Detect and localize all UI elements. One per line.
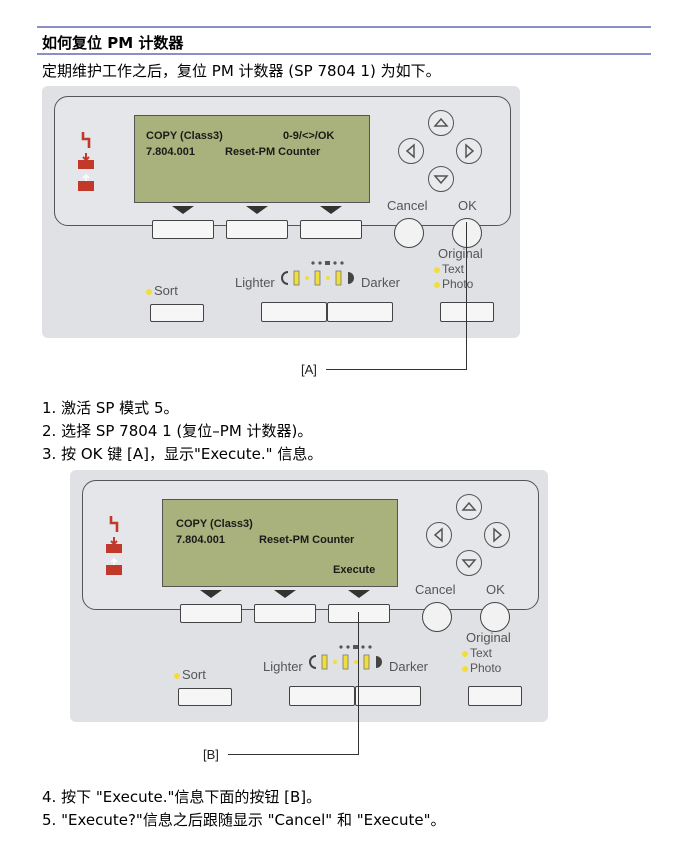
arrow-right-icon xyxy=(465,143,475,159)
lcd-line1-right: 0-9/<>/OK xyxy=(283,130,335,142)
intro-text: 定期维护工作之后，复位 PM 计数器 (SP 7804 1) 为如下。 xyxy=(42,62,441,80)
callout-b-leader-horizontal xyxy=(228,754,359,756)
sort-button[interactable] xyxy=(178,688,232,706)
lcd-line2-left: 7.804.001 xyxy=(146,146,195,158)
softkey-pointer-1 xyxy=(200,590,222,598)
softkey-pointer-1 xyxy=(172,206,194,214)
text-label: Text xyxy=(442,262,465,276)
arrow-right-button[interactable] xyxy=(456,138,482,164)
toner-icon xyxy=(106,558,122,575)
paper-jam-icon xyxy=(106,537,122,553)
darker-label: Darker xyxy=(389,659,429,674)
control-panel-figure-a: COPY (Class3) 0-9/<>/OK 7.804.001 Reset-… xyxy=(42,86,520,338)
ok-label: OK xyxy=(486,582,505,597)
lighter-label: Lighter xyxy=(235,275,275,290)
darker-label: Darker xyxy=(361,275,401,290)
lighter-button[interactable] xyxy=(261,302,327,322)
text-label: Text xyxy=(470,646,493,660)
arrow-down-icon xyxy=(461,559,477,569)
step-3: 3. 按 OK 键 [A]，显示"Execute." 信息。 xyxy=(42,445,323,463)
lcd-line1-left: COPY (Class3) xyxy=(176,518,253,530)
softkey-pointer-2 xyxy=(274,590,296,598)
lcd-line2-left: 7.804.001 xyxy=(176,534,225,546)
softkey-pointer-2 xyxy=(246,206,268,214)
lcd-line3-right: Execute xyxy=(333,564,376,576)
alert-icon xyxy=(81,132,91,148)
alert-icon xyxy=(109,516,119,532)
softkey-1[interactable] xyxy=(152,220,214,239)
original-label: Original xyxy=(438,246,483,261)
darker-button[interactable] xyxy=(327,302,393,322)
lcd-line2-right: Reset-PM Counter xyxy=(259,534,355,546)
softkey-2[interactable] xyxy=(254,604,316,623)
arrow-right-button[interactable] xyxy=(484,522,510,548)
density-indicator-icon xyxy=(281,261,354,286)
text-indicator xyxy=(462,651,468,657)
photo-indicator xyxy=(462,666,468,672)
section-title: 如何复位 PM 计数器 xyxy=(42,34,184,52)
step-1: 1. 激活 SP 模式 5。 xyxy=(42,399,179,417)
photo-indicator xyxy=(434,282,440,288)
callout-a-leader-horizontal xyxy=(326,369,467,371)
arrow-up-button[interactable] xyxy=(428,110,454,136)
step-5: 5. "Execute?"信息之后跟随显示 "Cancel" 和 "Execut… xyxy=(42,811,446,829)
arrow-down-button[interactable] xyxy=(428,166,454,192)
arrow-left-button[interactable] xyxy=(398,138,424,164)
cancel-button[interactable] xyxy=(422,602,452,632)
lcd-display: COPY (Class3) 0-9/<>/OK 7.804.001 Reset-… xyxy=(134,115,370,203)
callout-b-leader-vertical xyxy=(358,612,360,755)
cancel-label: Cancel xyxy=(387,198,428,213)
sort-label: Sort xyxy=(154,283,178,298)
arrow-down-button[interactable] xyxy=(456,550,482,576)
lcd-display: COPY (Class3) 7.804.001 Reset-PM Counter… xyxy=(162,499,398,587)
darker-button[interactable] xyxy=(355,686,421,706)
header-top-rule xyxy=(37,26,651,28)
softkey-pointer-3 xyxy=(348,590,370,598)
arrow-right-icon xyxy=(493,527,503,543)
photo-label: Photo xyxy=(442,277,474,291)
callout-a-label: [A] xyxy=(301,362,317,377)
arrow-left-icon xyxy=(433,527,443,543)
lcd-line1-left: COPY (Class3) xyxy=(146,130,223,142)
density-indicator-icon xyxy=(309,645,382,670)
ok-button[interactable] xyxy=(480,602,510,632)
sort-button[interactable] xyxy=(150,304,204,322)
arrow-left-button[interactable] xyxy=(426,522,452,548)
softkey-2[interactable] xyxy=(226,220,288,239)
callout-a-leader-vertical xyxy=(466,222,468,370)
text-indicator xyxy=(434,267,440,273)
arrow-down-icon xyxy=(433,175,449,185)
arrow-left-icon xyxy=(405,143,415,159)
arrow-up-icon xyxy=(461,501,477,511)
softkey-pointer-3 xyxy=(320,206,342,214)
sort-indicator xyxy=(174,673,180,679)
lighter-button[interactable] xyxy=(289,686,355,706)
lighter-label: Lighter xyxy=(263,659,303,674)
softkey-1[interactable] xyxy=(180,604,242,623)
original-button[interactable] xyxy=(468,686,522,706)
step-4: 4. 按下 "Execute."信息下面的按钮 [B]。 xyxy=(42,788,322,806)
control-panel-figure-b: COPY (Class3) 7.804.001 Reset-PM Counter… xyxy=(70,470,548,722)
step-2: 2. 选择 SP 7804 1 (复位–PM 计数器)。 xyxy=(42,422,313,440)
header-bottom-rule xyxy=(37,53,651,55)
toner-icon xyxy=(78,174,94,191)
cancel-button[interactable] xyxy=(394,218,424,248)
paper-jam-icon xyxy=(78,153,94,169)
cancel-label: Cancel xyxy=(415,582,456,597)
sort-indicator xyxy=(146,289,152,295)
original-label: Original xyxy=(466,630,511,645)
photo-label: Photo xyxy=(470,661,502,675)
callout-b-label: [B] xyxy=(203,747,219,762)
arrow-up-icon xyxy=(433,117,449,127)
arrow-up-button[interactable] xyxy=(456,494,482,520)
lcd-line2-right: Reset-PM Counter xyxy=(225,146,321,158)
sort-label: Sort xyxy=(182,667,206,682)
ok-label: OK xyxy=(458,198,477,213)
softkey-3[interactable] xyxy=(300,220,362,239)
